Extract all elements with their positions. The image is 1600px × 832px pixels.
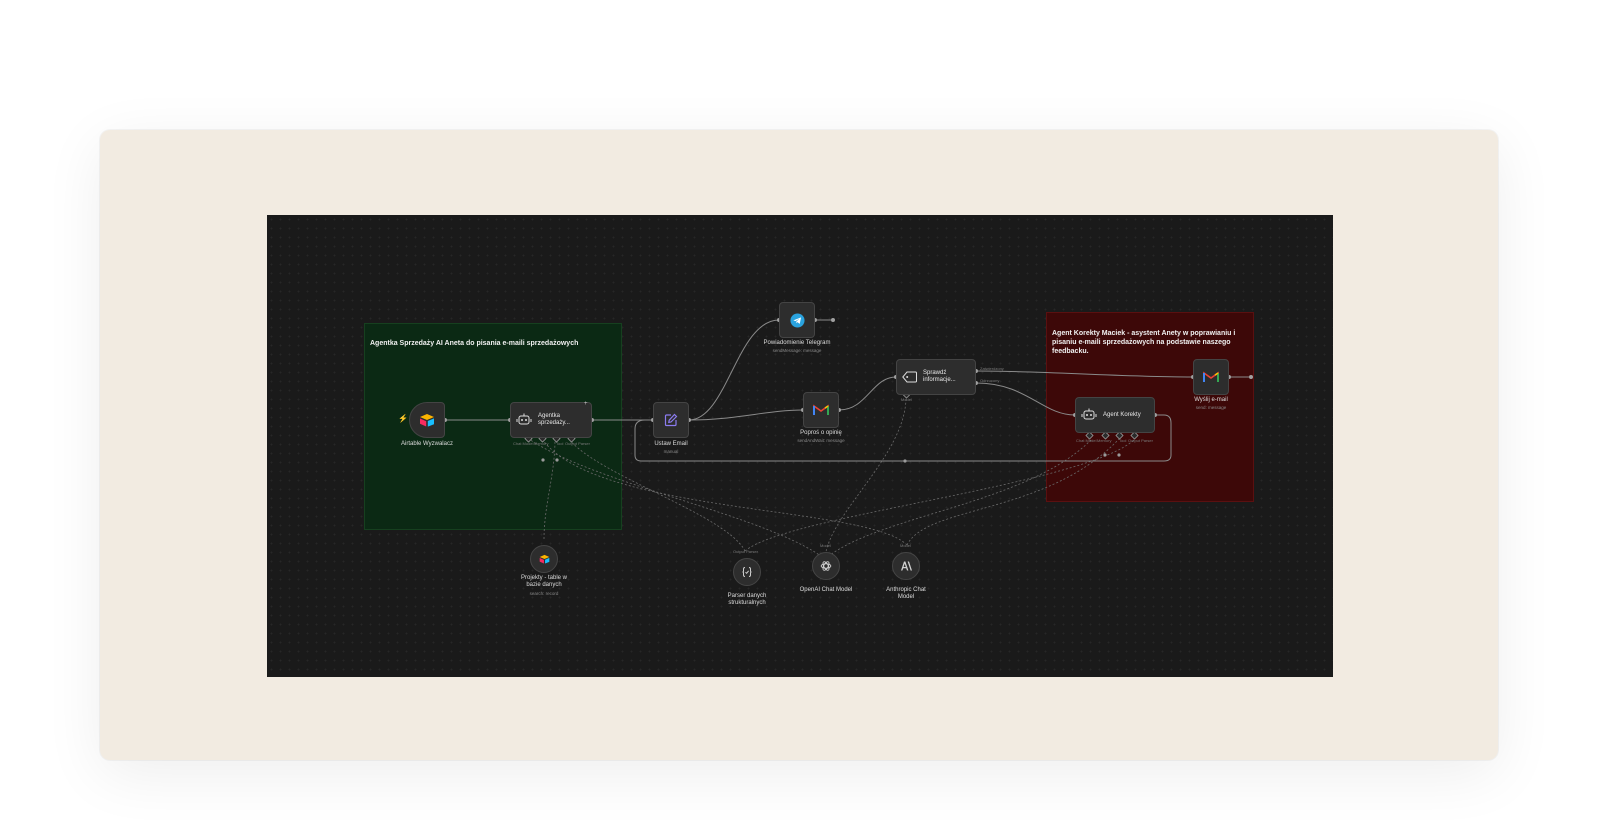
connection-rejected-to-correction <box>975 382 1076 416</box>
correction-agent-port-memory: Memory <box>1097 438 1112 443</box>
airtable-icon <box>539 554 549 564</box>
connection-set-email-to-gmail <box>688 409 804 421</box>
anthropic-model-port: Model <box>900 543 911 548</box>
connection-gmail-to-check <box>838 376 897 411</box>
correction-agent-port-output-parser: Output Parser <box>1128 438 1153 443</box>
connection-model-to-correction-agent <box>824 438 1093 560</box>
correction-agent-port-chat-model: Chat Model <box>1076 438 1097 443</box>
robot-icon <box>1081 408 1097 420</box>
connection-model-to-check <box>824 395 907 560</box>
gmail-icon <box>1203 371 1219 382</box>
sticky-note-sales-text: Agentka Sprzedaży AI Aneta do pisania e-… <box>370 340 579 347</box>
check-info-node[interactable]: Sprawdź informacje... <box>896 359 976 395</box>
connection-correction-loop <box>634 414 1172 462</box>
sales-agent-add-icon[interactable]: + <box>584 401 588 407</box>
airtable-projects-sub: search: record <box>529 591 559 596</box>
sticky-note-correction-text: Agent Korekty Maciek - asystent Anety w … <box>1052 330 1236 355</box>
check-info-port-approved: Zatwierdzony <box>980 366 1004 371</box>
send-email-sub: send: message <box>1195 405 1227 410</box>
set-email-sub: manual <box>663 449 679 454</box>
correction-agent-title: Agent Korekty <box>1103 411 1141 418</box>
output-parser-port: Output Parser <box>733 549 758 554</box>
gmail-feedback-node[interactable] <box>803 392 839 428</box>
send-email-node[interactable] <box>1193 359 1229 395</box>
telegram-icon <box>789 312 805 328</box>
connection-set-email-to-telegram <box>688 319 780 421</box>
braces-icon <box>742 567 752 577</box>
send-email-label: Wyślij e-mail <box>1194 397 1228 403</box>
airtable-trigger-node[interactable] <box>409 402 445 438</box>
connection-approved-to-send <box>975 370 1194 378</box>
output-parser-node[interactable] <box>733 558 761 586</box>
correction-agent-node[interactable]: Agent Korekty <box>1075 397 1155 433</box>
workflow-canvas[interactable]: Agentka Sprzedaży AI Aneta do pisania e-… <box>267 215 1333 677</box>
correction-agent-port-tool: Tool <box>1119 438 1127 443</box>
gmail-feedback-sub: sendAndWait: message <box>797 438 845 443</box>
airtable-projects-label: Projekty - table w bazie danych <box>520 575 568 588</box>
telegram-sub: sendMessage: message <box>772 348 822 353</box>
set-email-label: Ustaw Email <box>654 441 688 447</box>
gmail-feedback-label: Poproś o opinię <box>800 430 842 436</box>
robot-icon <box>516 413 532 425</box>
connections-layer <box>443 318 1253 560</box>
connection-model-to-sales-agent <box>528 438 826 560</box>
connection-anthropic-to-sales-agent <box>541 438 908 546</box>
check-info-title: Sprawdź informacje... <box>923 370 956 383</box>
openai-model-port: Model <box>820 543 831 548</box>
airtable-icon <box>420 414 434 427</box>
check-info-port-rejected: Odrzucony <box>980 378 1000 383</box>
telegram-node[interactable] <box>779 302 815 338</box>
openai-icon <box>820 561 832 571</box>
set-email-node[interactable] <box>653 402 689 438</box>
telegram-label: Powiadomienie Telegram <box>763 340 831 346</box>
anthropic-model-label: Anthropic Chat Model <box>886 587 926 600</box>
gmail-icon <box>813 404 829 415</box>
sales-agent-title: Agentka sprzedaży... <box>538 413 570 426</box>
sales-agent-port-tool: Tool <box>556 441 564 446</box>
connection-projects-to-tool <box>543 438 556 540</box>
openai-model-label: OpenAI Chat Model <box>799 587 853 593</box>
edit-icon <box>664 413 678 427</box>
airtable-trigger-label: Airtable Wyzwalacz <box>401 441 453 447</box>
sales-agent-node[interactable]: Agentka sprzedaży... <box>510 402 592 438</box>
trigger-bolt-icon: ⚡ <box>398 414 408 423</box>
sales-agent-port-chat-model: Chat Model <box>513 441 534 446</box>
sales-agent-port-memory: Memory <box>534 441 549 446</box>
anthropic-model-node[interactable] <box>892 552 920 580</box>
sales-agent-port-output-parser: Output Parser <box>565 441 590 446</box>
connection-anthropic-to-correction-agent <box>906 438 1120 546</box>
connection-parser-to-sales-agent <box>568 438 746 552</box>
anthropic-icon <box>901 561 912 571</box>
airtable-projects-node[interactable] <box>530 545 558 573</box>
openai-model-node[interactable] <box>812 552 840 580</box>
connection-parser-to-correction-agent <box>744 438 1136 552</box>
tag-icon <box>902 371 917 383</box>
output-parser-label: Parser danych strukturalnych <box>727 593 767 606</box>
check-info-port-model: Model <box>901 397 912 402</box>
